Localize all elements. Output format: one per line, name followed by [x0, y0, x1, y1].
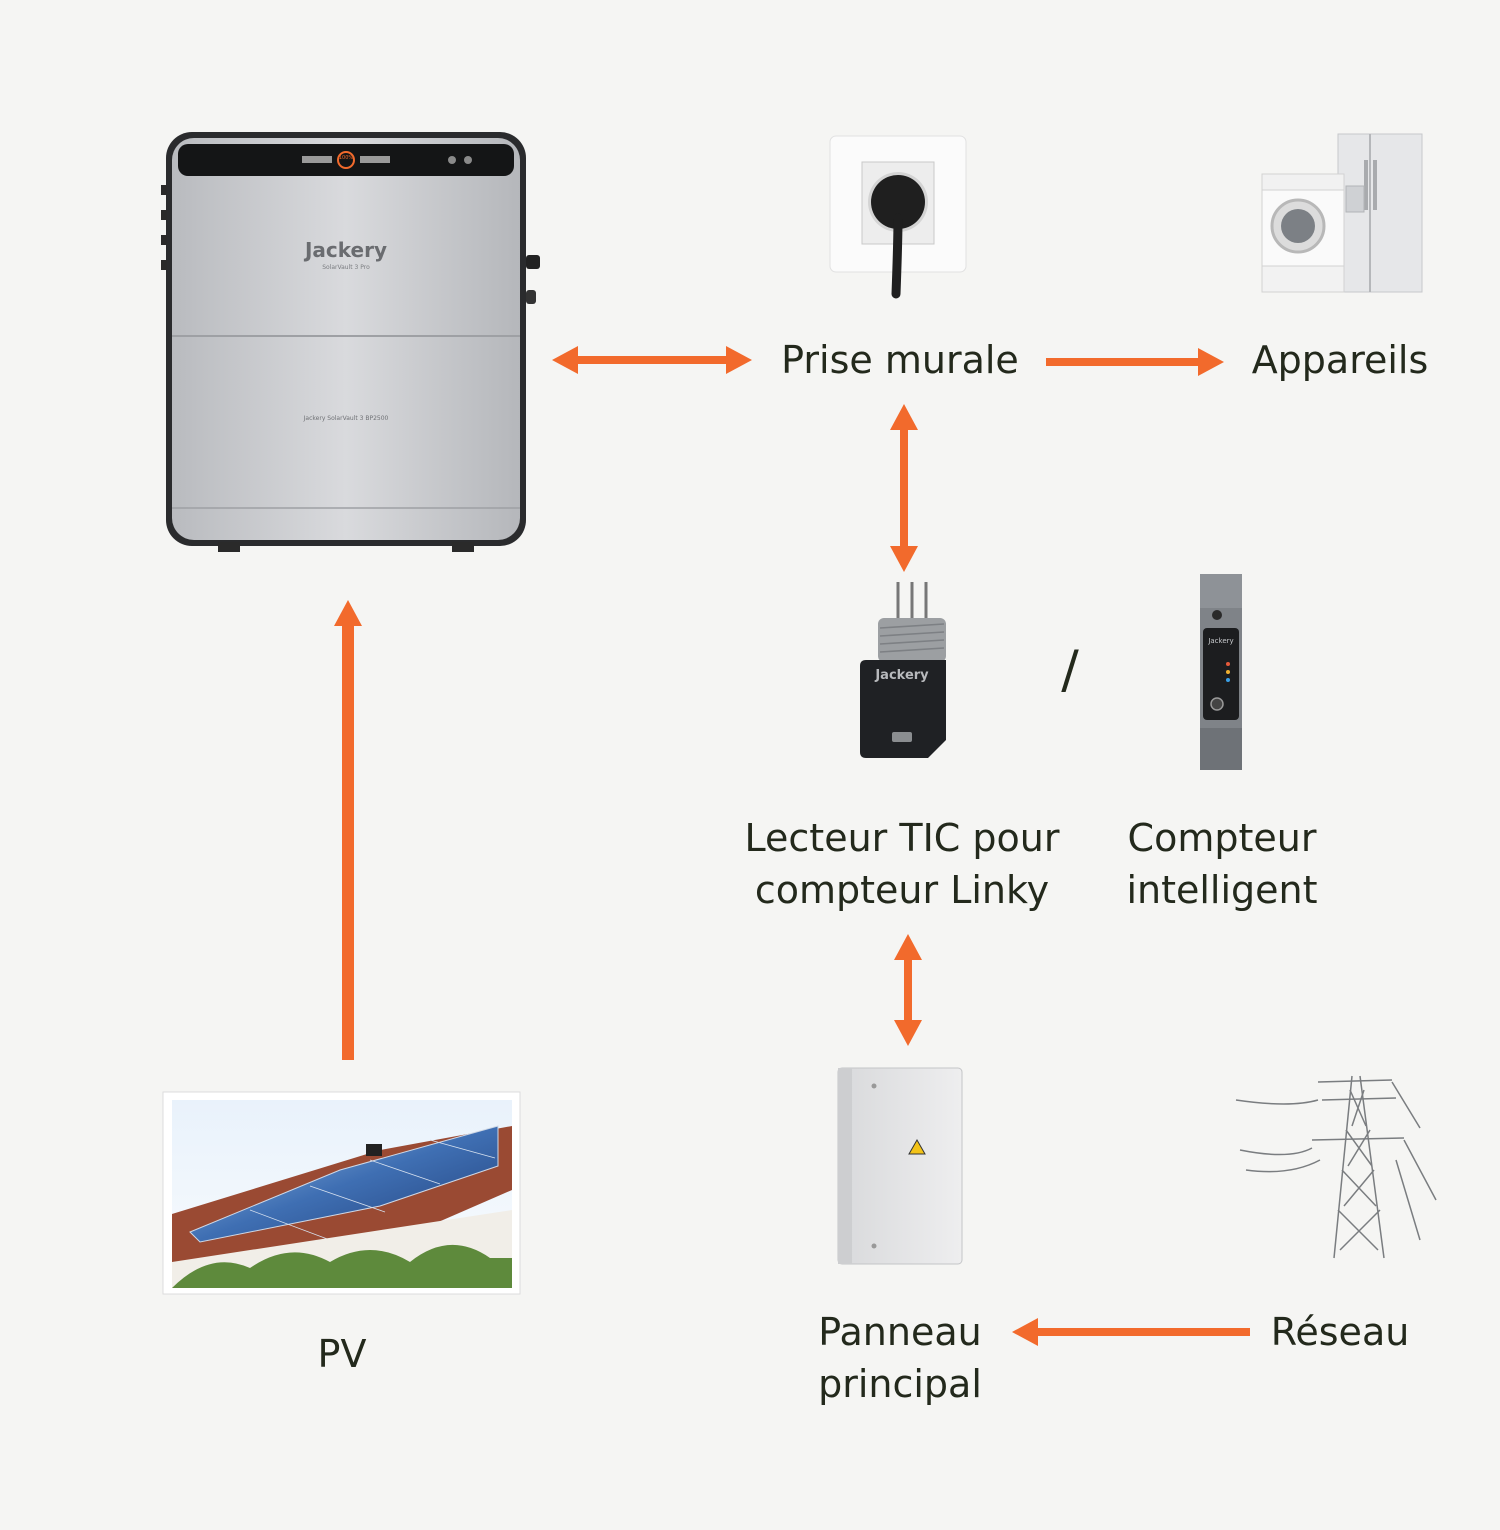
arrow-outlet-tic	[890, 404, 918, 572]
battery-display-bar	[178, 144, 514, 176]
label-wall-outlet: Prise murale	[781, 338, 1019, 382]
arrow-pv-battery	[334, 600, 362, 1060]
main-panel-icon	[837, 1067, 963, 1265]
tic-reader-icon	[860, 582, 946, 758]
label-pv: PV	[317, 1332, 367, 1376]
label-tic-reader-line1: Lecteur TIC pour	[744, 816, 1060, 860]
label-smart-meter-line2: intelligent	[1126, 868, 1318, 912]
appliances-icon	[1261, 133, 1423, 293]
battery-model-text: SolarVault 3 Pro	[322, 264, 370, 271]
label-main-panel: Panneau principal	[790, 1306, 1010, 1410]
battery-unit	[161, 132, 540, 552]
smart-meter-icon	[1200, 574, 1242, 770]
label-smart-meter: Compteur intelligent	[1104, 812, 1340, 916]
battery-display-ring	[337, 151, 355, 169]
label-main-panel-line2: principal	[818, 1362, 982, 1406]
label-main-panel-line1: Panneau	[818, 1310, 982, 1354]
tic-brand-logo: Jackery	[875, 668, 929, 683]
label-tic-reader-line2: compteur Linky	[754, 868, 1050, 912]
meter-brand-logo: Jackery	[1208, 637, 1234, 645]
arrow-battery-outlet	[552, 346, 752, 374]
arrow-tic-panel	[894, 934, 922, 1046]
power-pylon-icon	[1235, 1075, 1437, 1259]
label-grid: Réseau	[1270, 1310, 1410, 1354]
arrow-outlet-appliances	[1046, 348, 1224, 376]
label-tic-reader: Lecteur TIC pour compteur Linky	[728, 812, 1076, 916]
label-appliances: Appareils	[1251, 338, 1429, 382]
label-separator: /	[1061, 640, 1079, 700]
battery-pack-text: Jackery SolarVault 3 BP2500	[303, 415, 389, 422]
battery-brand-logo: Jackery	[304, 238, 388, 262]
pv-photo	[162, 1091, 521, 1295]
wall-outlet-icon	[829, 135, 967, 299]
battery-display-percent: 100%	[338, 155, 354, 161]
arrow-grid-panel	[1012, 1318, 1250, 1346]
label-smart-meter-line1: Compteur	[1127, 816, 1317, 860]
